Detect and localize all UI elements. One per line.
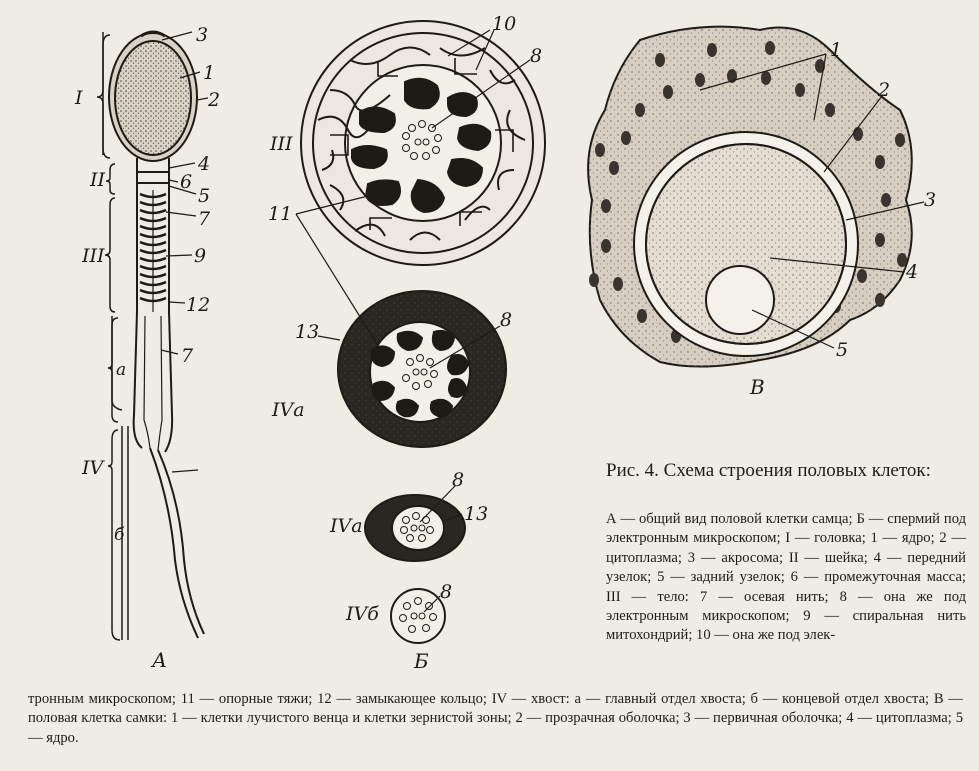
caption-title: Рис. 4. Схема строения половых клеток:: [606, 458, 966, 483]
panel-c-letter: В: [749, 375, 765, 399]
label-part-I: I: [74, 87, 83, 109]
label-tail-a: а: [116, 360, 126, 380]
label-b-8: 8: [530, 45, 542, 67]
label-part-IV: IV: [81, 457, 106, 479]
label-c-2: 2: [877, 79, 890, 101]
label-section-iii: III: [269, 133, 293, 155]
label-a-4: 4: [197, 153, 210, 175]
label-a-7b: 7: [181, 345, 194, 367]
label-c-3: 3: [924, 189, 936, 211]
label-a-6: 6: [180, 171, 192, 193]
caption-continuation: тронным микроскопом; 11 — опорные тяжи; …: [28, 690, 963, 748]
label-a-12: 12: [186, 294, 210, 316]
label-a-9: 9: [194, 245, 206, 267]
panel-a-letter: А: [150, 648, 167, 672]
section-iva-large: [338, 291, 506, 447]
label-a-3: 3: [196, 24, 208, 46]
panel-b-letter: Б: [413, 649, 429, 673]
section-iii: [301, 21, 545, 265]
panel-a-sperm-drawing: [109, 32, 204, 638]
label-a-7: 7: [198, 208, 211, 230]
label-b-8b: 8: [500, 309, 512, 331]
label-c-4: 4: [905, 261, 918, 283]
label-c-1: 1: [830, 39, 842, 61]
label-part-III: III: [81, 245, 105, 267]
label-b-8c: 8: [452, 469, 464, 491]
sperm-nucleus: [115, 41, 191, 155]
label-section-iva-2: IVа: [329, 515, 363, 537]
dense-fiber-1: [405, 79, 439, 109]
label-section-iva: IVа: [271, 399, 305, 421]
label-a-2: 2: [207, 89, 220, 111]
label-b-13b: 13: [464, 503, 488, 525]
caption-body: А — общий вид половой клетки самца; Б — …: [606, 510, 966, 646]
egg-nucleus: [706, 266, 774, 334]
section-iva-small: [365, 495, 465, 561]
label-part-II: II: [89, 169, 106, 191]
section-ivb: [391, 589, 445, 643]
label-tail-b: б: [114, 525, 125, 545]
label-c-5: 5: [836, 339, 848, 361]
label-section-ivb: IVб: [345, 603, 379, 625]
panel-c-egg-drawing: [588, 27, 912, 367]
label-a-5: 5: [198, 185, 210, 207]
label-a-1: 1: [203, 62, 215, 84]
label-b-10: 10: [492, 13, 516, 35]
label-b-8d: 8: [440, 581, 452, 603]
label-b-11: 11: [268, 203, 292, 225]
label-b-13: 13: [295, 321, 319, 343]
